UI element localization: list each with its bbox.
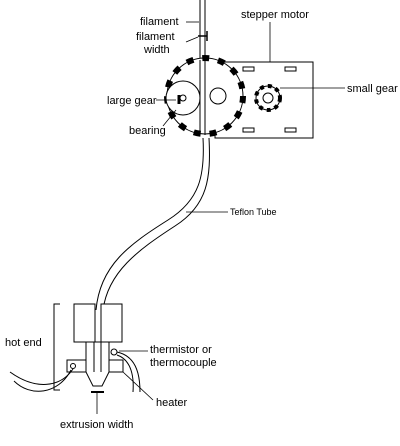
- filament-width-marker: [198, 31, 208, 41]
- stepper-motor-slots: [242, 66, 297, 133]
- wires: [9, 351, 141, 393]
- bearing-center: [179, 94, 187, 102]
- label-stepper-motor: stepper motor: [241, 9, 309, 21]
- label-thermistor-2: thermocouple: [150, 357, 217, 369]
- label-thermistor-1: thermistor or: [150, 344, 212, 356]
- large-gear-center: [209, 87, 227, 105]
- heater-leader: [122, 371, 154, 401]
- label-teflon-tube: Teflon Tube: [230, 207, 277, 217]
- label-filament-width-1: filament: [136, 31, 175, 43]
- filament-width-leader: [185, 36, 199, 43]
- small-gear-center: [262, 92, 274, 104]
- teflon-tube: [95, 137, 210, 311]
- thermocouple-bead: [110, 348, 118, 356]
- label-small-gear: small gear: [347, 83, 398, 95]
- filament-strand: [199, 0, 206, 60]
- hot-end: [66, 303, 124, 387]
- label-filament-width-2: width: [143, 44, 170, 56]
- label-filament: filament: [140, 16, 179, 28]
- label-heater: heater: [156, 397, 188, 409]
- hot-end-bracket: [53, 303, 60, 391]
- small-gear-teeth: [254, 84, 282, 112]
- label-extrusion-width: extrusion width: [60, 419, 133, 431]
- large-gear-teeth: [164, 55, 246, 137]
- thermistor-bead: [70, 363, 76, 369]
- label-hot-end: hot end: [5, 337, 42, 349]
- bearing-leader: [162, 109, 177, 127]
- label-large-gear: large gear: [107, 95, 157, 107]
- label-bearing: bearing: [129, 125, 166, 137]
- filament-through-gear: [199, 60, 206, 135]
